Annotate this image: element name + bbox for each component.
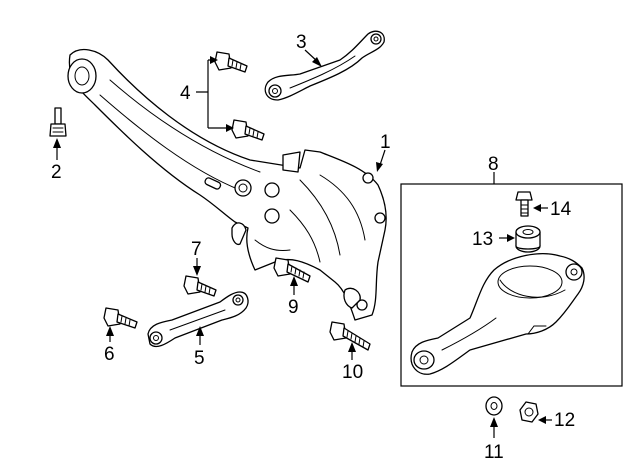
callout-13: 13 (472, 229, 493, 250)
callout-4: 4 (180, 83, 191, 104)
nut-part-12 (519, 401, 539, 423)
trailing-arm-knuckle-part (67, 48, 387, 321)
lower-control-arm-part-8 (410, 253, 585, 375)
callout-9: 9 (288, 297, 299, 318)
bolt-part-9 (273, 257, 311, 283)
washer-part-11 (485, 396, 503, 416)
callout-10: 10 (342, 362, 363, 383)
bolt-part-10 (329, 321, 371, 351)
part-8-detail-box (400, 183, 623, 387)
leader-lines (53, 49, 552, 438)
callout-7: 7 (191, 239, 202, 260)
upper-link-part-3 (264, 30, 385, 101)
callout-12: 12 (554, 410, 575, 431)
bolt-part-7 (183, 275, 217, 297)
bolt-part-6 (103, 307, 138, 329)
bolt-part-4-upper (214, 51, 248, 73)
callout-2: 2 (51, 162, 62, 183)
bolt-part-14 (515, 191, 533, 217)
bolt-part-2 (49, 107, 67, 137)
callout-6: 6 (104, 344, 115, 365)
lower-link-part-5 (147, 291, 249, 348)
callout-14: 14 (550, 199, 572, 220)
callout-8: 8 (488, 154, 499, 175)
callout-3: 3 (296, 32, 307, 53)
bolt-part-4-lower (231, 119, 265, 141)
callout-labels: 1 2 3 4 5 6 7 8 9 10 11 12 13 14 (51, 32, 575, 463)
bushing-part-13 (515, 225, 541, 253)
callout-11: 11 (484, 442, 504, 463)
callout-1: 1 (380, 132, 391, 153)
callout-5: 5 (194, 348, 205, 369)
